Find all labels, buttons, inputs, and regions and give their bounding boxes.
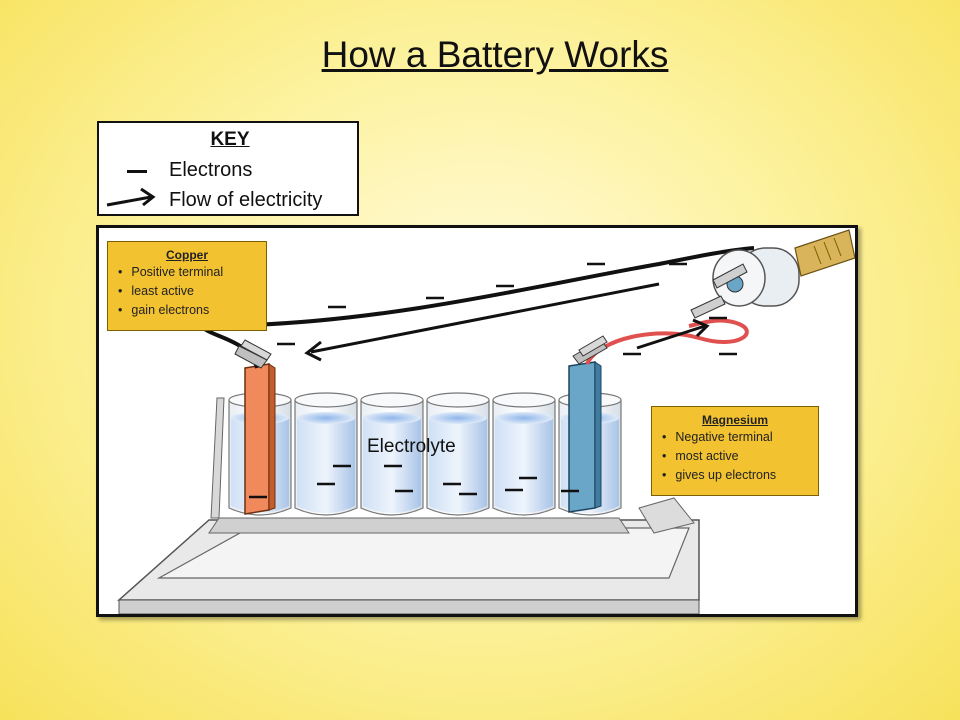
magnesium-item: most active bbox=[662, 448, 818, 464]
magnesium-item: Negative terminal bbox=[662, 429, 818, 445]
key-electrons-label: Electrons bbox=[169, 159, 253, 181]
magnesium-clip bbox=[572, 335, 608, 365]
black-wire bbox=[185, 246, 755, 369]
page-title: How a Battery Works bbox=[321, 34, 669, 75]
flow-arrow-lower bbox=[636, 318, 710, 350]
electrolyte-label: Electrolyte bbox=[367, 436, 456, 457]
electron-symbol-icon bbox=[127, 170, 147, 173]
battery-diagram: Electrolyte Copper Positive terminal lea… bbox=[96, 225, 858, 617]
flow-arrow-upper bbox=[304, 282, 660, 362]
magnesium-item: gives up electrons bbox=[662, 467, 818, 483]
red-wire bbox=[585, 318, 749, 366]
copper-item: Positive terminal bbox=[118, 264, 266, 280]
motor bbox=[690, 229, 855, 319]
copper-heading: Copper bbox=[166, 248, 208, 262]
electrons-electrolyte bbox=[249, 464, 579, 499]
key-flow-label: Flow of electricity bbox=[169, 189, 323, 211]
copper-strip bbox=[244, 363, 276, 515]
magnesium-heading: Magnesium bbox=[701, 413, 768, 427]
copper-clip bbox=[234, 339, 272, 369]
electrons-wire bbox=[277, 262, 737, 356]
magnesium-callout: Magnesium Negative terminal most active … bbox=[651, 406, 819, 496]
tray bbox=[117, 397, 700, 614]
key-heading: KEY bbox=[210, 129, 250, 150]
key-legend: KEY Electrons Flow of electricity bbox=[97, 121, 359, 216]
copper-item: gain electrons bbox=[118, 302, 266, 318]
copper-callout: Copper Positive terminal least active ga… bbox=[107, 241, 267, 331]
magnesium-strip bbox=[568, 361, 602, 513]
battery-illustration bbox=[117, 229, 855, 614]
copper-item: least active bbox=[118, 283, 266, 299]
flow-arrow-icon bbox=[106, 187, 156, 207]
